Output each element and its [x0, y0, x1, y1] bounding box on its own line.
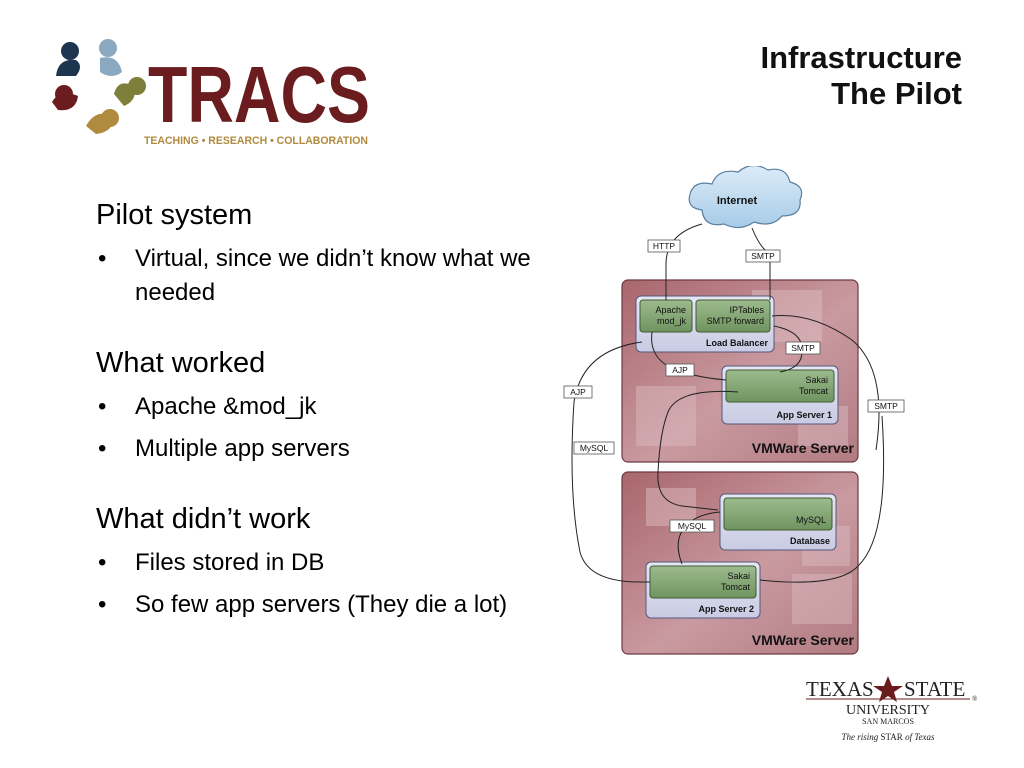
iptables-label: IPTables	[729, 305, 764, 315]
vmware-server-1-label: VMWare Server	[752, 440, 855, 456]
database-server: MySQL Database	[719, 493, 837, 551]
slide-content: Pilot system •Virtual, since we didn’t k…	[96, 196, 546, 630]
motto: The rising STAR of Texas	[842, 732, 935, 742]
tracs-logo: TRACS TEACHING • RESEARCH • COLLABORATIO…	[48, 38, 378, 153]
apache-label: Apache	[655, 305, 686, 315]
texas-word: TEXAS	[806, 677, 874, 701]
title-line-1: Infrastructure	[760, 40, 962, 75]
svg-text:MySQL: MySQL	[678, 521, 707, 531]
campus-name: SAN MARCOS	[862, 717, 914, 726]
svg-text:MySQL: MySQL	[580, 443, 609, 453]
bullet-item: •Apache &mod_jk	[98, 393, 317, 420]
mod-jk-label: mod_jk	[657, 316, 687, 326]
app-server-1-title: App Server 1	[776, 410, 832, 420]
slide-title: Infrastructure The Pilot	[760, 40, 962, 112]
registered-mark: ®	[972, 695, 978, 703]
smtp-label-mid: SMTP	[785, 341, 821, 355]
vmware-server-2-label: VMWare Server	[752, 632, 855, 648]
tomcat-label-2: Tomcat	[721, 582, 751, 592]
mysql-db-label: MySQL	[796, 515, 826, 525]
app-server-2-title: App Server 2	[698, 604, 754, 614]
load-balancer-title: Load Balancer	[706, 338, 769, 348]
app-server-1: Sakai Tomcat App Server 1	[721, 365, 839, 425]
smtp-label-top: SMTP	[745, 249, 781, 263]
tomcat-label-1: Tomcat	[799, 386, 829, 396]
university-word: UNIVERSITY	[846, 703, 930, 718]
infrastructure-diagram: Internet VMWare Server VMWare Server Apa…	[562, 164, 912, 662]
bullet-item: •So few app servers (They die a lot)	[98, 591, 508, 618]
smtp-label-right: SMTP	[867, 399, 905, 413]
load-balancer: Apache mod_jk IPTables SMTP forward Load…	[635, 295, 775, 353]
sakai-label-1: Sakai	[805, 375, 828, 385]
svg-text:HTTP: HTTP	[653, 241, 676, 251]
tracs-logo-text: TRACS	[148, 50, 370, 139]
protocol-labels: HTTP SMTP SMTP SMTP AJP AJP MySQL MySQL	[563, 239, 905, 533]
app-server-2: Sakai Tomcat App Server 2	[645, 561, 761, 619]
tracs-tagline: TEACHING • RESEARCH • COLLABORATION	[144, 135, 368, 147]
texas-state-logo: TEXAS STATE ® UNIVERSITY SAN MARCOS The …	[804, 674, 980, 746]
star-icon	[873, 676, 903, 702]
bullet-list-didnt-work: •Files stored in DB •So few app servers …	[96, 546, 546, 622]
ajp-label-left: AJP	[563, 385, 593, 399]
svg-text:AJP: AJP	[570, 387, 586, 397]
bullet-list-worked: •Apache &mod_jk •Multiple app servers	[96, 390, 546, 466]
internet-cloud: Internet	[688, 164, 803, 229]
state-word: STATE	[904, 677, 965, 701]
bullet-list-pilot: •Virtual, since we didn’t know what we n…	[96, 242, 546, 310]
svg-text:SMTP: SMTP	[751, 251, 775, 261]
svg-text:AJP: AJP	[672, 365, 688, 375]
people-icon	[52, 39, 146, 134]
svg-text:SMTP: SMTP	[874, 401, 898, 411]
mysql-label-left: MySQL	[573, 441, 615, 455]
internet-label: Internet	[717, 195, 758, 207]
smtp-forward-label: SMTP forward	[707, 316, 764, 326]
title-line-2: The Pilot	[831, 76, 962, 111]
database-title: Database	[790, 536, 830, 546]
bullet-item: •Multiple app servers	[98, 435, 350, 462]
http-label: HTTP	[647, 239, 681, 253]
mysql-label-mid: MySQL	[669, 519, 715, 533]
section-heading-didnt-work: What didn’t work	[96, 503, 311, 535]
bullet-item: •Files stored in DB	[98, 549, 325, 576]
svg-text:SMTP: SMTP	[791, 343, 815, 353]
section-heading-pilot: Pilot system	[96, 199, 253, 231]
section-heading-worked: What worked	[96, 347, 266, 379]
ajp-label-mid: AJP	[665, 363, 695, 377]
bullet-item: •Virtual, since we didn’t know what we n…	[98, 245, 531, 306]
sakai-label-2: Sakai	[727, 571, 750, 581]
